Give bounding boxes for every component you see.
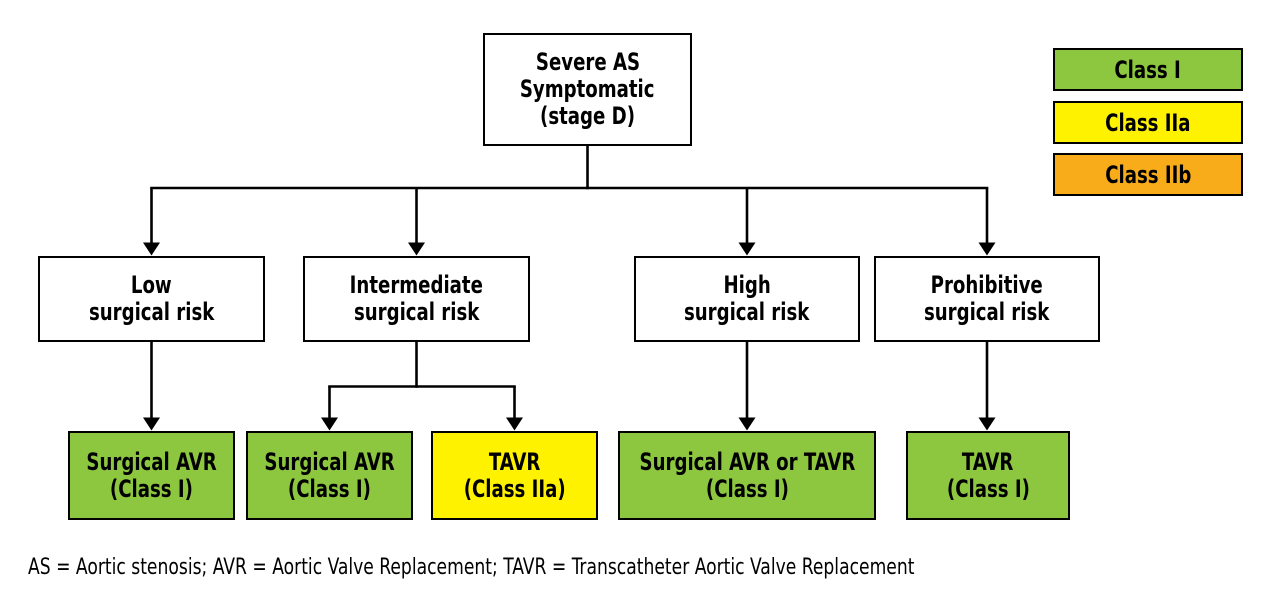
legend-class-iia: Class IIa (1053, 101, 1243, 144)
node-tavr-proh-line1: TAVR (962, 447, 1014, 476)
legend-class-iib-label: Class IIb (1104, 160, 1192, 189)
arrowhead-intermediate (408, 242, 425, 256)
node-high-line1: High (723, 271, 771, 299)
node-severe-as-line2: Symptomatic (520, 75, 655, 103)
arrowhead-high-outcome (738, 417, 756, 431)
node-high-surgical-risk: High surgical risk (634, 256, 860, 342)
node-high-line2: surgical risk (684, 298, 810, 326)
legend-class-i-label: Class I (1114, 55, 1182, 84)
arrowhead-low-outcome (143, 417, 160, 431)
node-prohibitive-surgical-risk: Prohibitive surgical risk (874, 256, 1100, 342)
node-tavr-class-i: TAVR (Class I) (906, 431, 1070, 520)
node-low-line1: Low (131, 271, 172, 299)
legend-class-iib: Class IIb (1053, 153, 1243, 196)
node-savr-tavr-line2: (Class I) (705, 474, 789, 503)
arrowhead-prohibitive (978, 242, 996, 256)
node-tavr-proh-line2: (Class I) (946, 474, 1030, 503)
legend-class-iia-label: Class IIa (1105, 108, 1191, 137)
abbreviations-footnote: AS = Aortic stenosis; AVR = Aortic Valve… (28, 554, 915, 580)
node-savr-int-line2: (Class I) (287, 474, 371, 503)
node-savr-low-line1: Surgical AVR (86, 447, 217, 476)
node-low-line2: surgical risk (88, 298, 215, 326)
node-surgical-avr-or-tavr-class-i: Surgical AVR or TAVR (Class I) (618, 431, 876, 520)
node-severe-as: Severe AS Symptomatic (stage D) (483, 33, 692, 146)
node-intermediate-line1: Intermediate (349, 271, 484, 299)
node-severe-as-line3: (stage D) (540, 102, 635, 130)
node-savr-int-line1: Surgical AVR (264, 447, 395, 476)
node-tavr-int-line2: (Class IIa) (463, 474, 566, 503)
legend-class-i: Class I (1053, 48, 1243, 91)
node-tavr-int-line1: TAVR (488, 447, 541, 476)
node-surgical-avr-class-i-low: Surgical AVR (Class I) (68, 431, 235, 520)
node-low-surgical-risk: Low surgical risk (38, 256, 265, 342)
node-prohibitive-line2: surgical risk (924, 298, 1050, 326)
node-intermediate-surgical-risk: Intermediate surgical risk (303, 256, 530, 342)
node-severe-as-line1: Severe AS (535, 48, 640, 76)
arrowhead-intermediate-left (321, 417, 338, 431)
arrowhead-high (738, 242, 756, 256)
arrowhead-low (143, 242, 160, 256)
node-savr-tavr-line1: Surgical AVR or TAVR (639, 447, 855, 476)
arrowhead-prohibitive-outcome (978, 417, 996, 431)
node-surgical-avr-class-i-intermediate: Surgical AVR (Class I) (246, 431, 413, 520)
arrowhead-intermediate-right (506, 417, 523, 431)
node-prohibitive-line1: Prohibitive (930, 271, 1044, 299)
node-tavr-class-iia: TAVR (Class IIa) (431, 431, 598, 520)
node-intermediate-line2: surgical risk (353, 298, 480, 326)
node-savr-low-line2: (Class I) (109, 474, 193, 503)
